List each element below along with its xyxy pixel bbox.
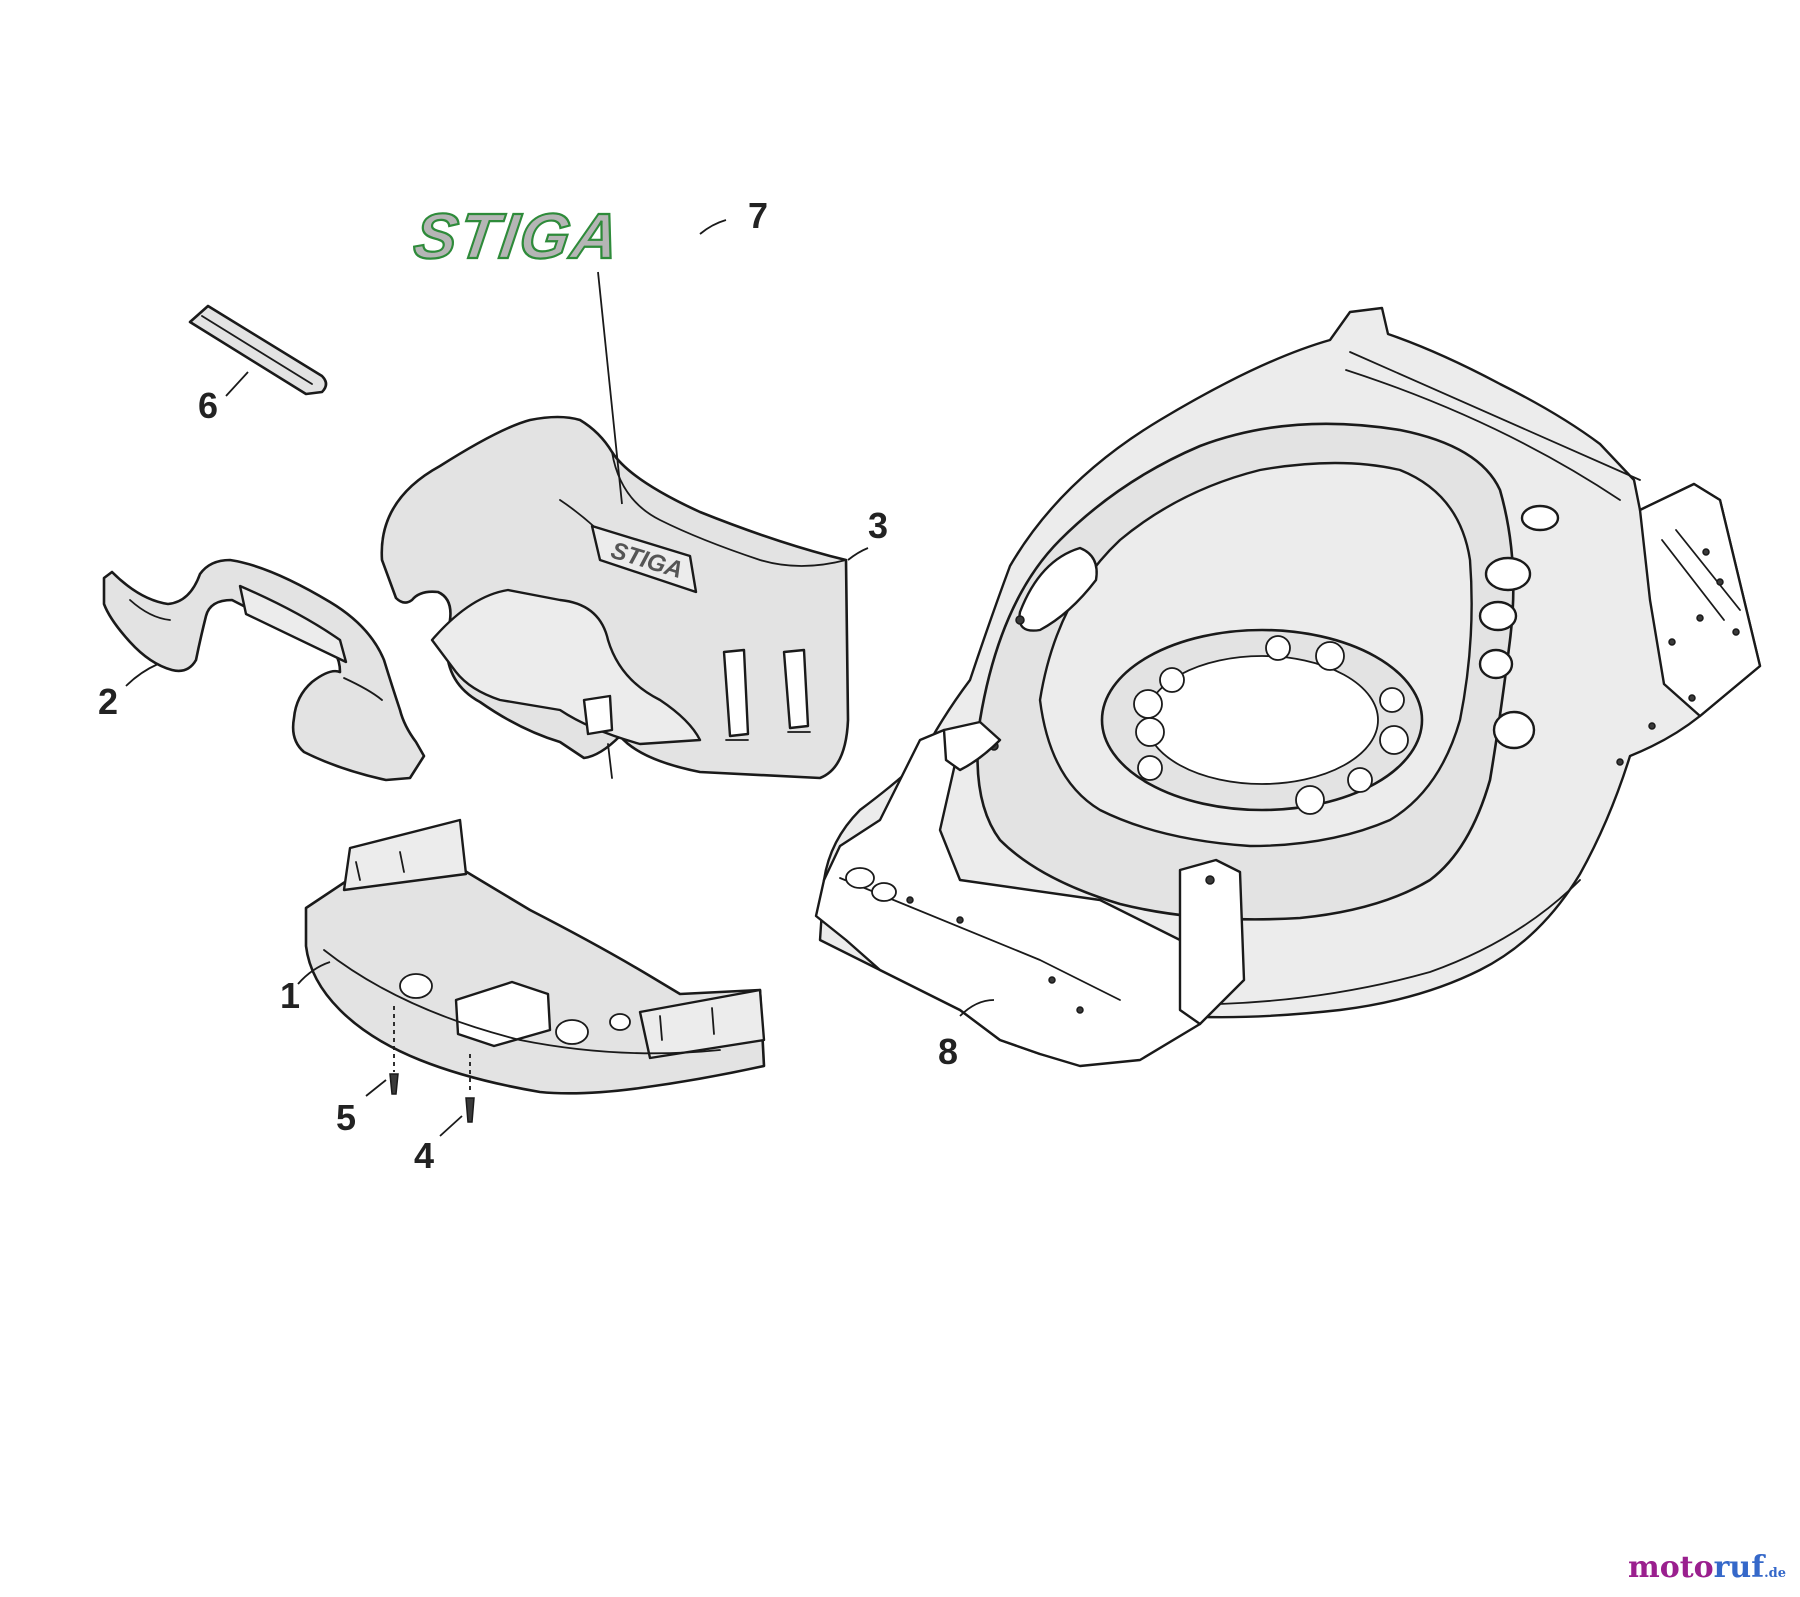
stiga-decal-logo: STIGA bbox=[410, 200, 626, 272]
callout-4: 4 bbox=[414, 1135, 434, 1176]
part-5-screw bbox=[365, 1073, 399, 1097]
part-3-upper-cover: STIGA bbox=[380, 415, 869, 780]
callout-3: 3 bbox=[868, 505, 888, 546]
callout-7: 7 bbox=[748, 195, 768, 236]
part-4-screw bbox=[439, 1097, 475, 1137]
motoruf-watermark: motoruf.de bbox=[1628, 1550, 1786, 1585]
part-1-lower-cover bbox=[297, 818, 766, 1095]
part-8-mower-deck bbox=[814, 306, 1762, 1068]
part-6-strip bbox=[188, 304, 328, 397]
watermark-part1: moto bbox=[1627, 1550, 1714, 1585]
part-7-stiga-decal: STIGA bbox=[409, 199, 727, 273]
callout-1: 1 bbox=[280, 975, 300, 1016]
watermark-tld: .de bbox=[1764, 1566, 1786, 1581]
watermark-part2: ruf bbox=[1713, 1550, 1765, 1585]
callout-6: 6 bbox=[198, 385, 218, 426]
part-2-front-bumper bbox=[102, 558, 426, 782]
callout-2: 2 bbox=[98, 681, 118, 722]
callout-labels: 1 2 3 4 5 6 7 8 bbox=[98, 195, 958, 1176]
callout-5: 5 bbox=[336, 1097, 356, 1138]
callout-8: 8 bbox=[938, 1031, 958, 1072]
